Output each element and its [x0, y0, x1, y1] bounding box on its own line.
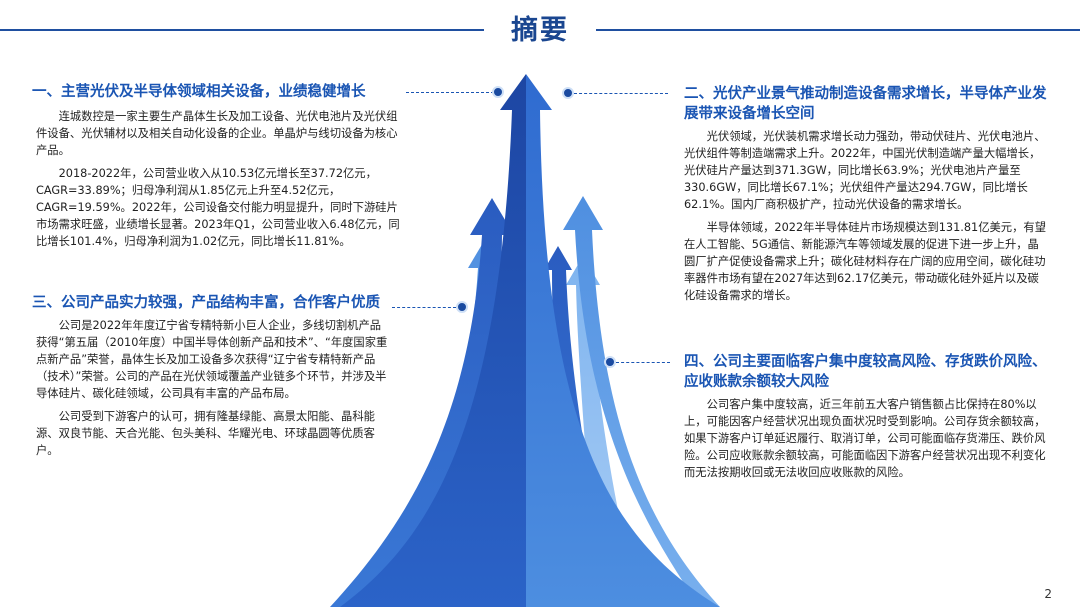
section-heading: 一、主营光伏及半导体领域相关设备，业绩稳健增长: [32, 84, 366, 100]
connector-section-3: [392, 307, 456, 308]
section-products: 三、公司产品实力较强，产品结构丰富，合作客户优质 公司是2022年年度辽宁省专精…: [32, 293, 392, 459]
connector-dot-4: [604, 356, 616, 368]
title-rule-right: [596, 29, 1080, 31]
arrow-light-right: [566, 256, 640, 607]
section-risks: 四、公司主要面临客户集中度较高风险、存货跌价风险、应收账款余额较大风险 公司客户…: [684, 352, 1054, 481]
connector-dot-3: [456, 301, 468, 313]
section-heading: 二、光伏产业景气推动制造设备需求增长，半导体产业发展带来设备增长空间: [684, 86, 1047, 122]
section-paragraph: 公司受到下游客户的认可，拥有隆基绿能、高景太阳能、晶科能源、双良节能、天合光能、…: [36, 410, 375, 457]
section-paragraph: 公司是2022年年度辽宁省专精特新小巨人企业，多线切割机产品获得“第五届（201…: [36, 319, 388, 400]
title-rule-left: [0, 29, 484, 31]
connector-section-2: [574, 93, 668, 94]
section-paragraph: 半导体领域，2022年半导体硅片市场规模达到131.81亿美元，有望在人工智能、…: [684, 221, 1046, 302]
section-paragraph: 公司客户集中度较高，近三年前五大客户销售额占比保持在80%以上，可能因客户经营状…: [684, 398, 1046, 479]
connector-dot-1: [492, 86, 504, 98]
section-paragraph: 光伏领域，光伏装机需求增长动力强劲，带动伏硅片、光伏电池片、光伏组件等制造端需求…: [684, 130, 1046, 211]
connector-dot-2: [562, 87, 574, 99]
arrow-main: [340, 74, 720, 607]
section-industry: 二、光伏产业景气推动制造设备需求增长，半导体产业发展带来设备增长空间 光伏领域，…: [684, 84, 1054, 304]
page-title: 摘要: [511, 15, 569, 46]
section-business: 一、主营光伏及半导体领域相关设备，业绩稳健增长 连城数控是一家主要生产晶体生长及…: [32, 82, 402, 250]
section-heading: 四、公司主要面临客户集中度较高风险、存货跌价风险、应收账款余额较大风险: [684, 354, 1047, 390]
page-number: 2: [1044, 587, 1052, 601]
section-paragraph: 连城数控是一家主要生产晶体生长及加工设备、光伏电池片及光伏组件设备、光伏辅材以及…: [36, 110, 398, 157]
connector-section-1: [406, 92, 494, 93]
connector-section-4: [616, 362, 670, 363]
arrow-mid-right: [563, 196, 720, 607]
section-heading: 三、公司产品实力较强，产品结构丰富，合作客户优质: [32, 295, 380, 311]
section-paragraph: 2018-2022年，公司营业收入从10.53亿元增长至37.72亿元，CAGR…: [36, 167, 400, 248]
